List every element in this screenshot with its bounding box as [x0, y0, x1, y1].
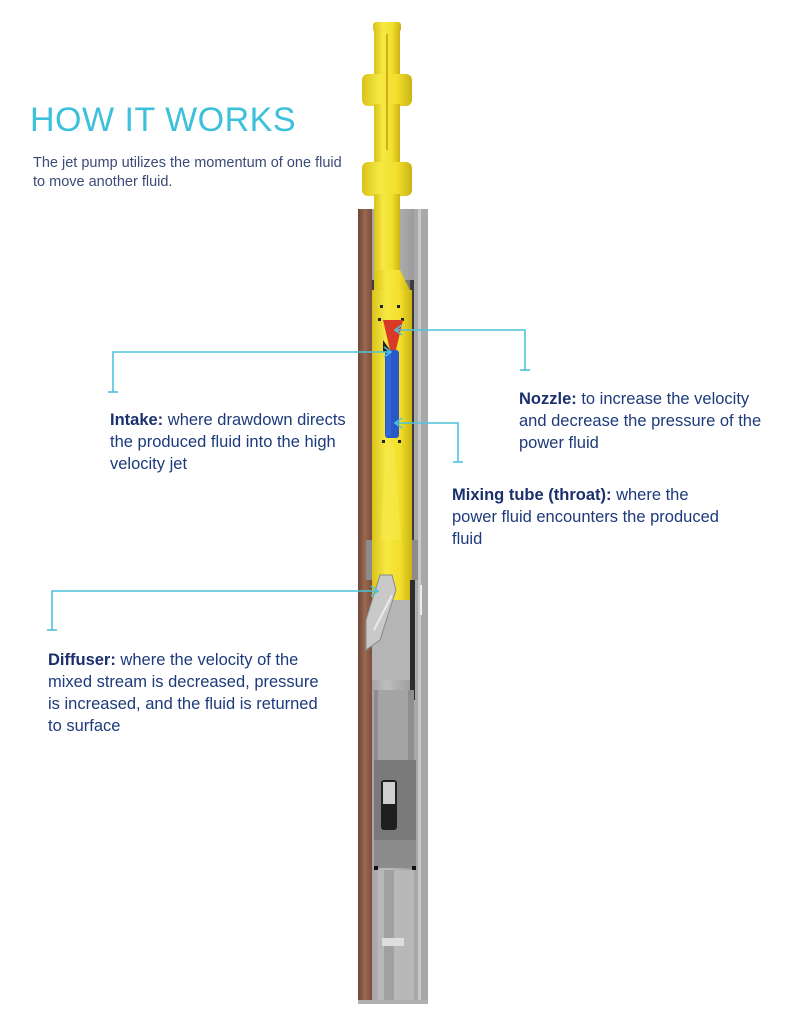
callout-mixing-tube-term: Mixing tube (throat):	[452, 486, 612, 504]
callout-mixing-tube: Mixing tube (throat): where the power fl…	[452, 484, 722, 550]
callout-diffuser: Diffuser: where the velocity of the mixe…	[48, 649, 328, 737]
callout-mixing-tube-text: where the power fluid encounters the pro…	[452, 486, 719, 548]
callout-intake-term: Intake:	[110, 411, 164, 429]
callout-intake-text: where drawdown directs the produced flui…	[110, 411, 346, 473]
diffuser	[365, 574, 422, 700]
callout-nozzle-term: Nozzle:	[519, 390, 577, 408]
callout-nozzle: Nozzle: to increase the velocity and dec…	[519, 388, 769, 454]
page-subtitle: The jet pump utilizes the momentum of on…	[33, 155, 342, 190]
valve-cage	[374, 760, 416, 870]
callout-nozzle-text: to increase the velocity and decrease th…	[519, 390, 762, 452]
page-title: HOW IT WORKS	[30, 101, 297, 139]
callout-diffuser-term: Diffuser:	[48, 651, 116, 669]
callout-diffuser-text: where the velocity of the mixed stream i…	[48, 651, 319, 735]
callout-intake: Intake: where drawdown directs the produ…	[110, 409, 360, 475]
